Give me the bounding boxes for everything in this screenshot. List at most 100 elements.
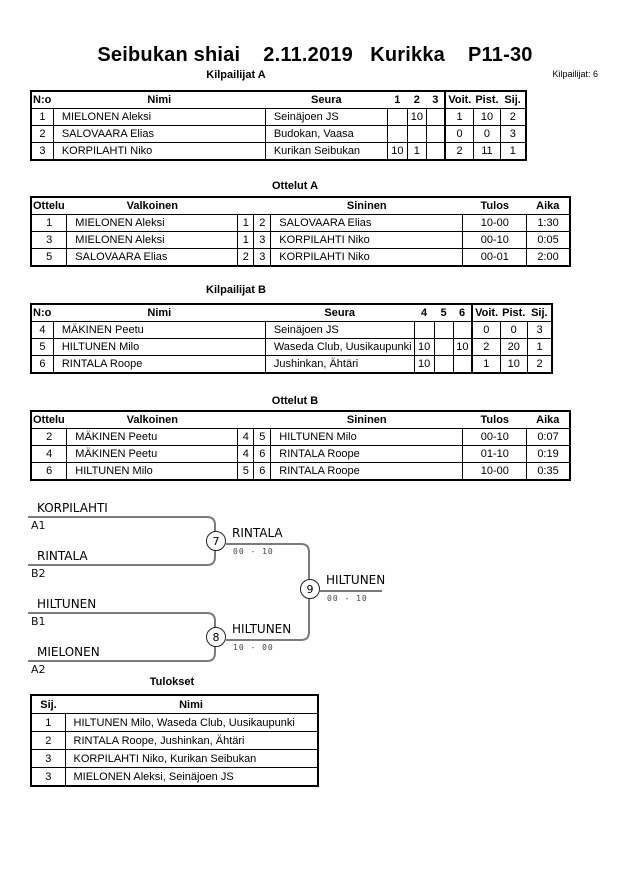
result-row: 2 RINTALA Roope, Jushinkan, Ähtäri bbox=[30, 731, 319, 750]
cell-blue-name: KORPILAHTI Niko bbox=[270, 248, 464, 267]
cell-score bbox=[433, 338, 454, 356]
header-place: Sij. bbox=[500, 91, 526, 109]
matches-b-header-row: Ottelu Valkoinen Sininen Tulos Aika bbox=[31, 411, 570, 429]
competitor-count: Kilpailijat: 6 bbox=[552, 69, 598, 79]
pool-row: 3 KORPILAHTI Niko Kurikan Seibukan 10 1 … bbox=[30, 142, 527, 161]
cell-white-name: MIELONEN Aleksi bbox=[66, 214, 239, 232]
bracket-winner-name: HILTUNEN bbox=[326, 573, 386, 587]
cell-white-no: 4 bbox=[237, 428, 255, 446]
pool-b-table: N:o Nimi Seura 4 5 6 Voit. Pist. Sij. 4 … bbox=[30, 303, 554, 374]
cell-no: 3 bbox=[30, 142, 54, 161]
header-club: Seura bbox=[265, 304, 415, 322]
header-blue: Sininen bbox=[270, 411, 463, 429]
match-row: 6 HILTUNEN Milo 5 6 RINTALA Roope 10-00 … bbox=[30, 462, 571, 481]
pool-b-title: Kilpailijat B bbox=[206, 284, 266, 296]
cell-blue-name: RINTALA Roope bbox=[270, 445, 464, 463]
header-result: Tulos bbox=[462, 197, 527, 215]
cell-time: 2:00 bbox=[526, 248, 571, 267]
cell-club: Seinäjoen JS bbox=[264, 321, 415, 339]
match-row: 3 MIELONEN Aleksi 1 3 KORPILAHTI Niko 00… bbox=[30, 231, 571, 249]
cell-no: 2 bbox=[30, 125, 54, 143]
bracket-winner-name: HILTUNEN bbox=[232, 622, 292, 636]
header-blue: Sininen bbox=[270, 197, 463, 215]
bracket-entry-name: MIELONEN bbox=[37, 645, 100, 659]
cell-match-no: 4 bbox=[30, 445, 68, 463]
match-row: 5 SALOVAARA Elias 2 3 KORPILAHTI Niko 00… bbox=[30, 248, 571, 267]
cell-white-name: HILTUNEN Milo bbox=[66, 462, 239, 481]
cell-points: 11 bbox=[472, 142, 502, 161]
cell-points: 10 bbox=[472, 108, 502, 126]
cell-name: KORPILAHTI Niko, Kurikan Seibukan bbox=[64, 749, 319, 768]
bracket-match-number-circle: 7 bbox=[206, 531, 226, 551]
cell-blue-no: 6 bbox=[253, 462, 272, 481]
bracket-entry-seed: B2 bbox=[31, 567, 46, 580]
cell-white-name: MIELONEN Aleksi bbox=[66, 231, 239, 249]
cell-blue-name: HILTUNEN Milo bbox=[270, 428, 464, 446]
cell-score bbox=[425, 108, 446, 126]
header-no: N:o bbox=[31, 91, 54, 109]
header-c3: 3 bbox=[426, 91, 446, 109]
cell-white-name: MÄKINEN Peetu bbox=[66, 428, 239, 446]
header-white: Valkoinen bbox=[66, 197, 238, 215]
cell-score bbox=[452, 321, 473, 339]
bracket-entry-seed: B1 bbox=[31, 615, 46, 628]
header-bno bbox=[253, 197, 271, 215]
cell-result: 00-10 bbox=[462, 231, 528, 249]
bracket-entry-seed: A1 bbox=[31, 519, 46, 532]
bracket-match-score: 00 - 10 bbox=[233, 547, 274, 556]
header-place: Sij. bbox=[31, 695, 65, 714]
cell-time: 0:19 bbox=[526, 445, 571, 463]
cell-club: Waseda Club, Uusikaupunki bbox=[264, 338, 415, 356]
matches-a-table: Ottelu Valkoinen Sininen Tulos Aika 1 MI… bbox=[30, 196, 571, 267]
cell-white-name: SALOVAARA Elias bbox=[66, 248, 239, 267]
bracket-entry-name: KORPILAHTI bbox=[37, 501, 108, 515]
cell-score: 10 bbox=[386, 142, 408, 161]
cell-wins: 0 bbox=[471, 321, 501, 339]
cell-blue-name: KORPILAHTI Niko bbox=[270, 231, 464, 249]
cell-match-no: 1 bbox=[30, 214, 68, 232]
cell-name: MÄKINEN Peetu bbox=[52, 321, 266, 339]
cell-match-no: 3 bbox=[30, 231, 68, 249]
cell-match-no: 5 bbox=[30, 248, 68, 267]
cell-result: 01-10 bbox=[462, 445, 528, 463]
header-wno bbox=[237, 411, 254, 429]
cell-wins: 1 bbox=[444, 108, 474, 126]
cell-white-no: 5 bbox=[237, 462, 255, 481]
header-name: Nimi bbox=[53, 304, 266, 322]
cell-points: 10 bbox=[499, 355, 528, 374]
header-match: Ottelu bbox=[31, 411, 67, 429]
cell-score bbox=[433, 321, 454, 339]
matches-a-header-row: Ottelu Valkoinen Sininen Tulos Aika bbox=[31, 197, 570, 215]
header-c2: 5 bbox=[434, 304, 454, 322]
cell-place: 1 bbox=[500, 142, 527, 161]
cell-time: 0:05 bbox=[526, 231, 571, 249]
bracket-match-score: 00 - 10 bbox=[327, 594, 368, 603]
match-row: 2 MÄKINEN Peetu 4 5 HILTUNEN Milo 00-10 … bbox=[30, 428, 571, 446]
cell-blue-no: 3 bbox=[253, 231, 272, 249]
bracket-entry-name: HILTUNEN bbox=[37, 597, 97, 611]
header-club: Seura bbox=[265, 91, 388, 109]
header-points: Pist. bbox=[473, 91, 501, 109]
bracket-entry-name: RINTALA bbox=[37, 549, 88, 563]
pool-row: 2 SALOVAARA Elias Budokan, Vaasa 0 0 3 bbox=[30, 125, 527, 143]
match-row: 4 MÄKINEN Peetu 4 6 RINTALA Roope 01-10 … bbox=[30, 445, 571, 463]
cell-score bbox=[425, 125, 446, 143]
result-row: 1 HILTUNEN Milo, Waseda Club, Uusikaupun… bbox=[30, 713, 319, 732]
cell-name: MIELONEN Aleksi, Seinäjoen JS bbox=[64, 767, 319, 787]
cell-score bbox=[425, 142, 446, 161]
cell-no: 4 bbox=[30, 321, 54, 339]
bracket-winner-name: RINTALA bbox=[232, 526, 283, 540]
cell-place: 3 bbox=[30, 767, 66, 787]
bracket-entry-seed: A2 bbox=[31, 663, 46, 676]
cell-wins: 2 bbox=[471, 338, 501, 356]
cell-result: 10-00 bbox=[462, 462, 528, 481]
cell-place: 2 bbox=[30, 731, 66, 750]
cell-score bbox=[386, 108, 408, 126]
cell-place: 1 bbox=[30, 713, 66, 732]
header-white: Valkoinen bbox=[66, 411, 238, 429]
header-time: Aika bbox=[526, 197, 570, 215]
pool-row: 5 HILTUNEN Milo Waseda Club, Uusikaupunk… bbox=[30, 338, 553, 356]
cell-score: 10 bbox=[406, 108, 427, 126]
pool-a-title: Kilpailijat A bbox=[206, 69, 266, 81]
